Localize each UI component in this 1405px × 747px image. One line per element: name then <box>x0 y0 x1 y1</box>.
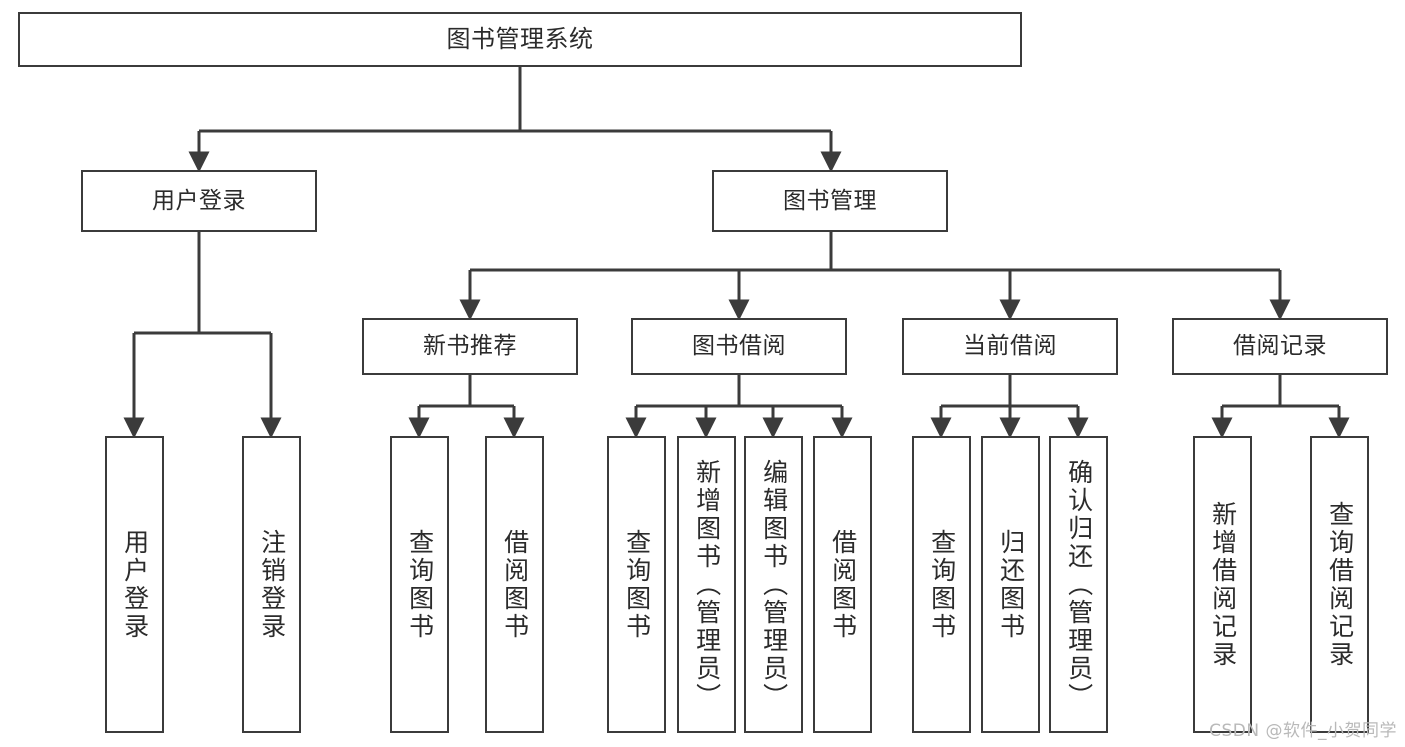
node-borrow-record[interactable]: 借阅记录 <box>1172 318 1388 375</box>
node-leaf-edit-book[interactable]: 编辑图书（管理员） <box>744 436 803 733</box>
node-new-book-recommend[interactable]: 新书推荐 <box>362 318 578 375</box>
node-leaf-query-book-3[interactable]: 查询图书 <box>912 436 971 733</box>
node-leaf-query-book-2-label: 查询图书 <box>622 528 652 641</box>
node-book-management[interactable]: 图书管理 <box>712 170 948 232</box>
node-root-system[interactable]: 图书管理系统 <box>18 12 1022 67</box>
node-leaf-query-record[interactable]: 查询借阅记录 <box>1310 436 1369 733</box>
node-leaf-logout-login-label: 注销登录 <box>257 528 287 641</box>
node-user-login-label: 用户登录 <box>152 187 246 214</box>
node-new-book-recommend-label: 新书推荐 <box>423 333 517 360</box>
node-root-system-label: 图书管理系统 <box>446 24 594 53</box>
node-leaf-return-book[interactable]: 归还图书 <box>981 436 1040 733</box>
node-leaf-confirm-return[interactable]: 确认归还（管理员） <box>1049 436 1108 733</box>
node-leaf-confirm-return-label: 确认归还（管理员） <box>1064 458 1094 711</box>
node-leaf-logout-login[interactable]: 注销登录 <box>242 436 301 733</box>
csdn-watermark: CSDN @软件_小贺同学 <box>1209 721 1397 741</box>
node-book-management-label: 图书管理 <box>783 187 877 214</box>
node-leaf-borrow-book-1[interactable]: 借阅图书 <box>485 436 544 733</box>
node-current-borrow[interactable]: 当前借阅 <box>902 318 1118 375</box>
node-leaf-borrow-book-1-label: 借阅图书 <box>500 528 530 641</box>
node-book-borrow[interactable]: 图书借阅 <box>631 318 847 375</box>
node-leaf-user-login[interactable]: 用户登录 <box>105 436 164 733</box>
node-leaf-add-book-label: 新增图书（管理员） <box>692 458 722 711</box>
node-leaf-query-book-3-label: 查询图书 <box>927 528 957 641</box>
node-leaf-borrow-book-2-label: 借阅图书 <box>828 528 858 641</box>
node-current-borrow-label: 当前借阅 <box>963 333 1057 360</box>
node-leaf-query-record-label: 查询借阅记录 <box>1325 500 1355 669</box>
node-leaf-borrow-book-2[interactable]: 借阅图书 <box>813 436 872 733</box>
node-user-login[interactable]: 用户登录 <box>81 170 317 232</box>
node-borrow-record-label: 借阅记录 <box>1233 333 1327 360</box>
node-leaf-query-book-1[interactable]: 查询图书 <box>390 436 449 733</box>
node-leaf-add-record[interactable]: 新增借阅记录 <box>1193 436 1252 733</box>
node-book-borrow-label: 图书借阅 <box>692 333 786 360</box>
node-leaf-edit-book-label: 编辑图书（管理员） <box>759 458 789 711</box>
node-leaf-add-book[interactable]: 新增图书（管理员） <box>677 436 736 733</box>
node-leaf-add-record-label: 新增借阅记录 <box>1208 500 1238 669</box>
node-leaf-return-book-label: 归还图书 <box>996 528 1026 641</box>
node-leaf-user-login-label: 用户登录 <box>120 528 150 641</box>
node-leaf-query-book-1-label: 查询图书 <box>405 528 435 641</box>
node-leaf-query-book-2[interactable]: 查询图书 <box>607 436 666 733</box>
